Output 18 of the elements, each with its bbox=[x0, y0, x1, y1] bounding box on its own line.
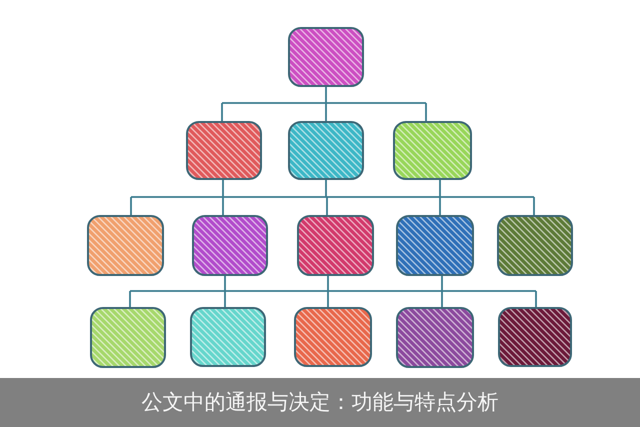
hatched-box bbox=[192, 215, 268, 276]
hatched-box bbox=[497, 215, 573, 276]
hatched-box bbox=[498, 307, 572, 367]
caption-bar: 公文中的通报与决定：功能与特点分析 bbox=[0, 378, 640, 427]
hatched-box bbox=[396, 215, 474, 276]
connector-line bbox=[130, 179, 535, 216]
hatched-box bbox=[294, 307, 372, 367]
hatched-box bbox=[90, 307, 166, 368]
hatched-box bbox=[186, 121, 262, 180]
connector-line bbox=[129, 275, 537, 308]
hatched-box bbox=[393, 121, 472, 180]
hatched-box bbox=[396, 307, 474, 368]
hatched-box bbox=[288, 27, 364, 87]
hatched-box bbox=[288, 121, 364, 180]
hatched-box bbox=[297, 215, 374, 276]
hatched-box bbox=[87, 215, 164, 276]
hatched-box bbox=[190, 307, 266, 367]
connector-line bbox=[221, 86, 427, 122]
